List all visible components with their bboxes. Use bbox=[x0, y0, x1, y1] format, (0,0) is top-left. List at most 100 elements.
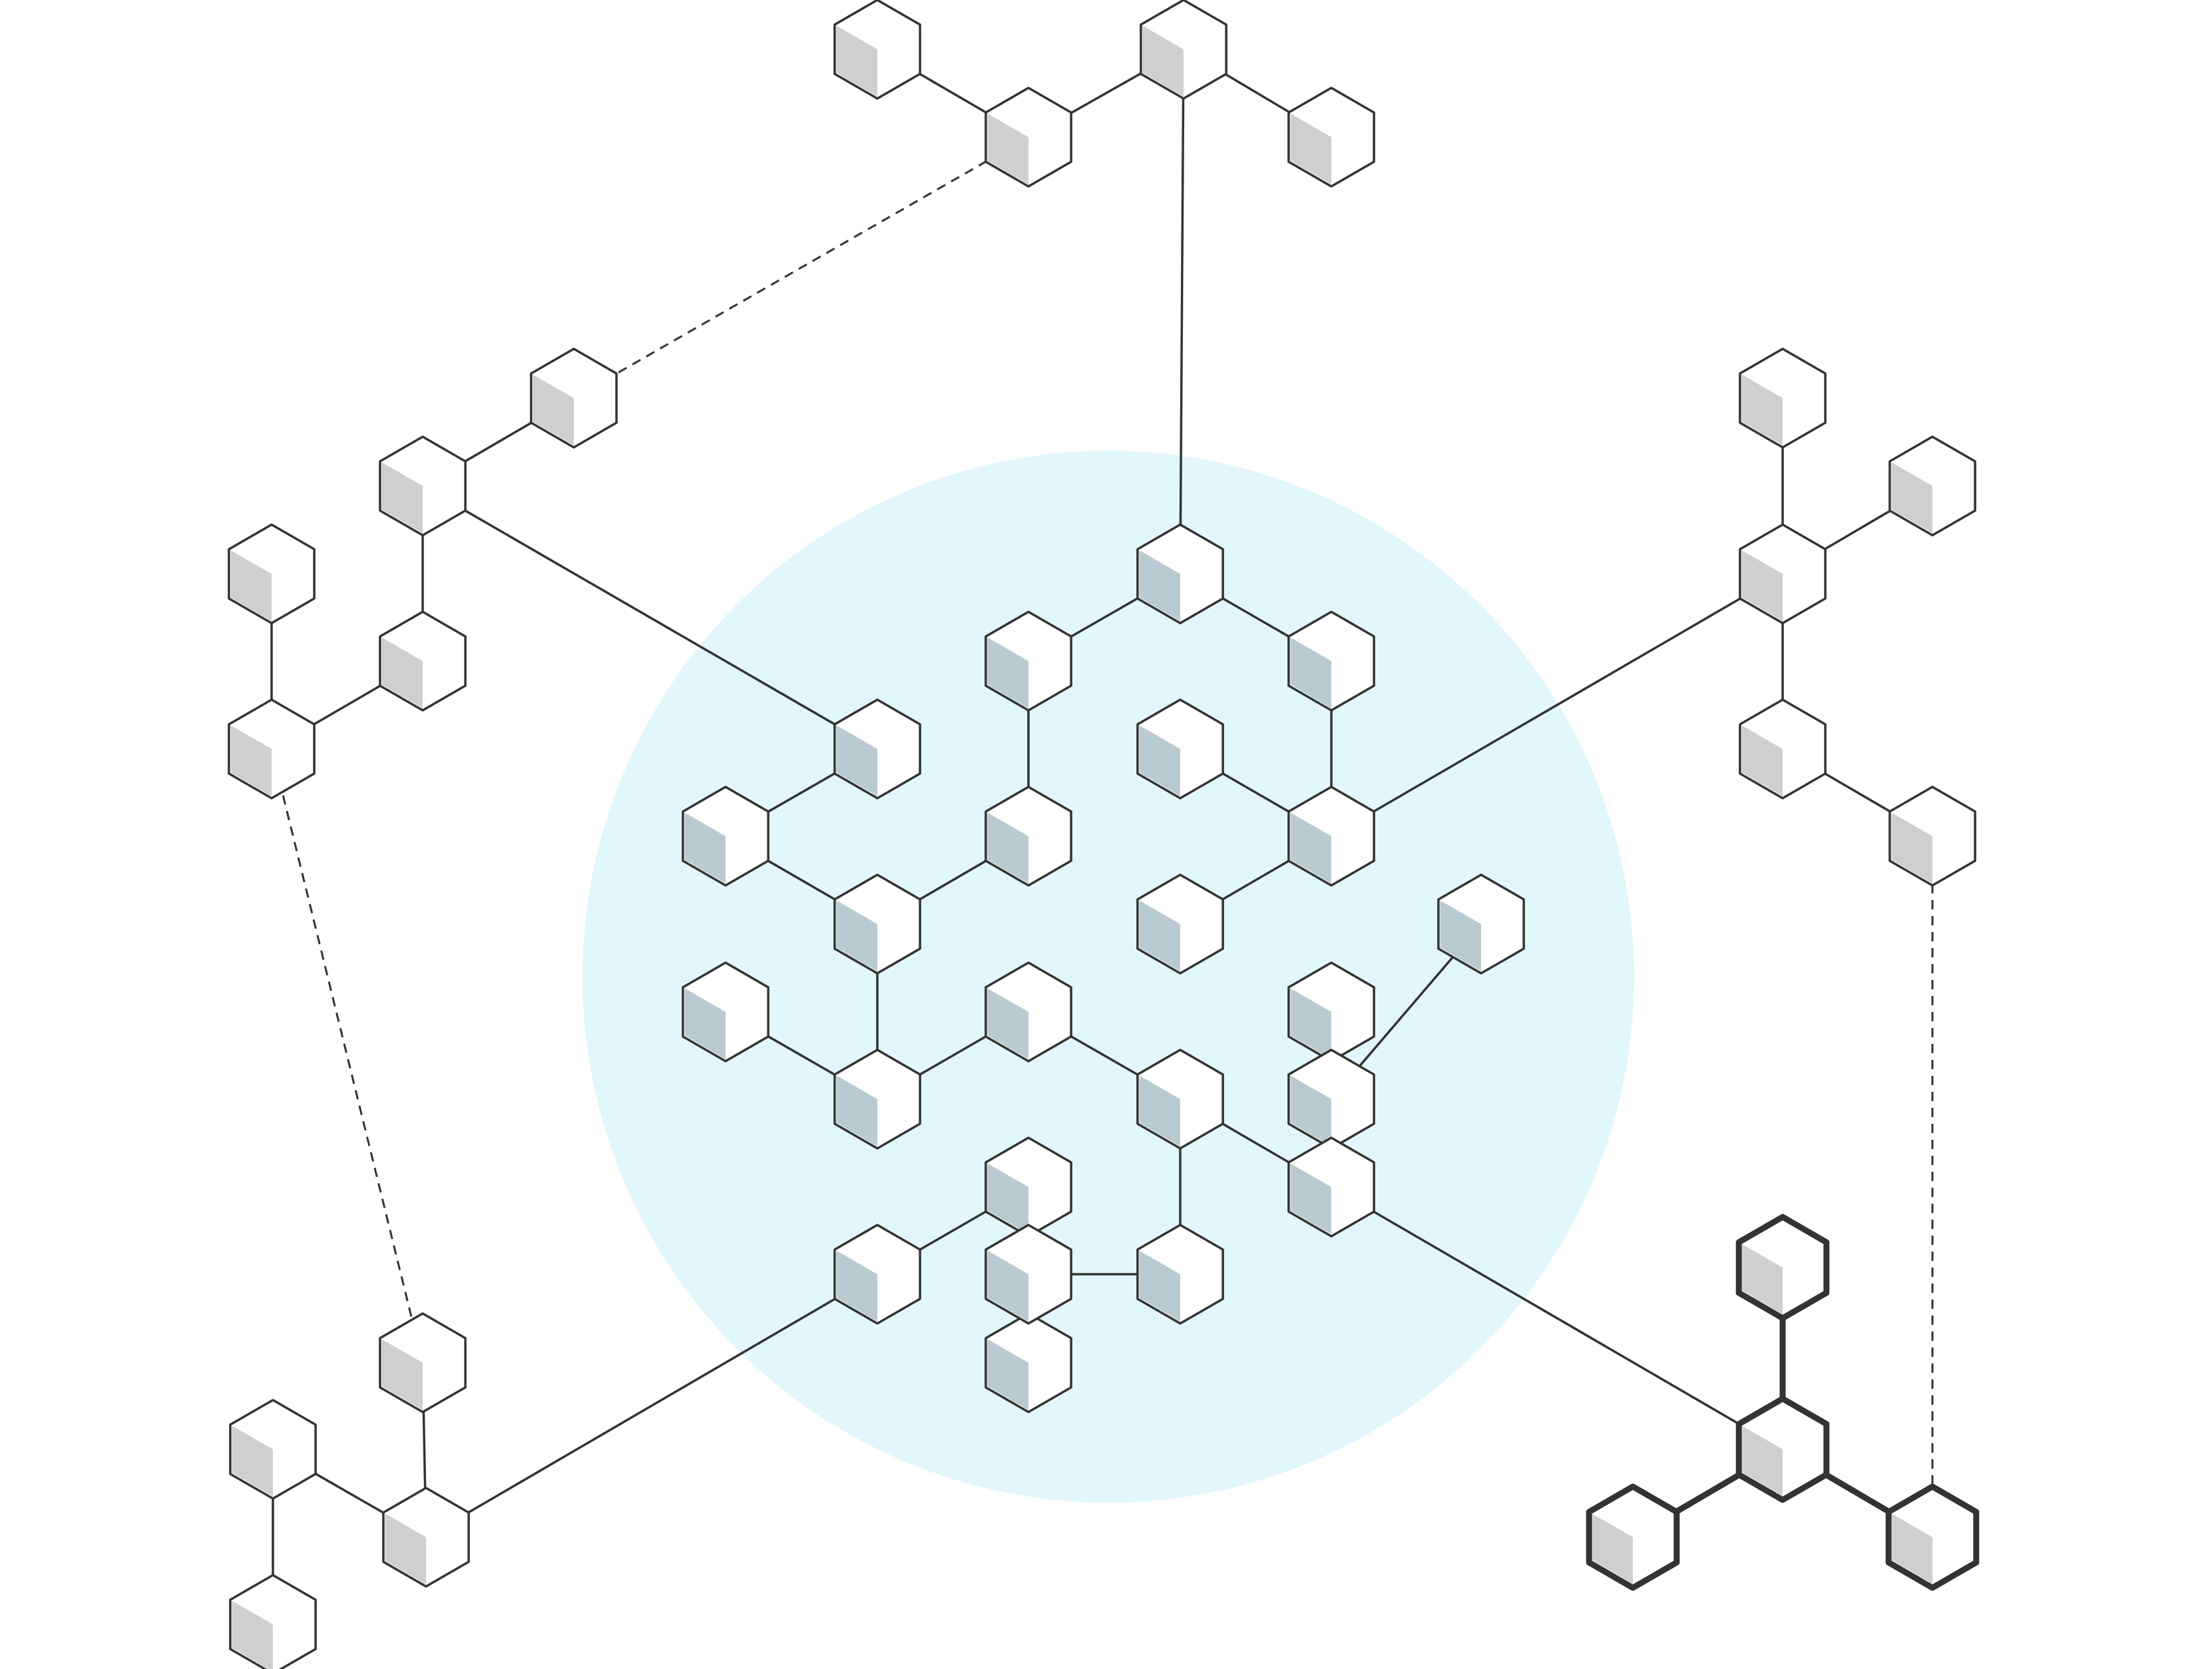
cube-shaded-face bbox=[1741, 725, 1783, 796]
edge-n12-c7 bbox=[1331, 573, 1783, 837]
cube-shaded-face bbox=[1290, 812, 1331, 883]
hexagon-node-c9 bbox=[833, 873, 921, 975]
cube-shaded-face bbox=[381, 462, 423, 533]
hexagon-node-n8 bbox=[379, 610, 467, 712]
hexagon-node-n14 bbox=[1888, 786, 1976, 887]
hexagon-nodes bbox=[228, 0, 1980, 1669]
hexagon-node-c5 bbox=[682, 786, 770, 887]
cube-shaded-face bbox=[1139, 725, 1180, 796]
cube-shaded-face bbox=[230, 725, 272, 796]
cube-shaded-face bbox=[381, 1339, 423, 1410]
cube-shaded-face bbox=[1741, 550, 1783, 621]
cube-shaded-face bbox=[987, 988, 1028, 1059]
hexagon-node-c4 bbox=[833, 698, 921, 800]
hexagon-node-c16 bbox=[1136, 1049, 1224, 1150]
cube-shaded-face bbox=[987, 1339, 1028, 1410]
hexagon-node-n17 bbox=[382, 1487, 470, 1588]
hexagon-node-n20 bbox=[1735, 1395, 1830, 1503]
hexagon-node-n7 bbox=[228, 523, 316, 624]
edge-n17-c19 bbox=[425, 1273, 878, 1539]
hexagon-node-c11 bbox=[1136, 873, 1224, 975]
cube-shaded-face bbox=[232, 1425, 273, 1497]
hexagon-node-n10 bbox=[1739, 348, 1827, 449]
hexagon-node-n1 bbox=[833, 0, 921, 100]
cube-shaded-face bbox=[533, 374, 574, 445]
cube-shaded-face bbox=[684, 988, 726, 1059]
cube-shaded-face bbox=[1139, 550, 1180, 621]
hexagon-node-c3 bbox=[1287, 610, 1375, 712]
hexagon-node-c14 bbox=[985, 961, 1072, 1063]
hexagon-node-n6 bbox=[379, 435, 467, 537]
cube-shaded-face bbox=[836, 25, 877, 97]
cube-shaded-face bbox=[987, 1250, 1028, 1321]
cube-shaded-face bbox=[1891, 812, 1932, 883]
hexagon-node-c21 bbox=[1136, 1224, 1224, 1325]
hexagon-node-n18 bbox=[229, 1574, 317, 1669]
hexagon-node-n21 bbox=[1586, 1483, 1680, 1591]
hexagon-node-n12 bbox=[1739, 523, 1827, 624]
hexagon-node-c23 bbox=[985, 1224, 1072, 1325]
edge-n9-n16 bbox=[270, 748, 424, 1363]
cube-shaded-face bbox=[1290, 1163, 1331, 1234]
hexagon-node-n19 bbox=[1735, 1214, 1830, 1321]
cube-shaded-face bbox=[381, 637, 423, 708]
hexagon-node-c22 bbox=[985, 1312, 1072, 1413]
edge-c18-n20 bbox=[1331, 1186, 1783, 1451]
cube-shaded-face bbox=[836, 900, 877, 971]
cube-shaded-face bbox=[1741, 374, 1783, 445]
hexagon-node-c6 bbox=[1136, 698, 1224, 800]
cube-shaded-face bbox=[836, 1250, 877, 1321]
cube-shaded-face bbox=[1742, 1426, 1783, 1496]
hexagon-node-n3 bbox=[985, 87, 1072, 188]
hexagon-node-c10 bbox=[1437, 873, 1525, 975]
cube-shaded-face bbox=[230, 550, 272, 621]
edge-n3-n5 bbox=[573, 136, 1029, 399]
cube-shaded-face bbox=[1290, 988, 1331, 1059]
cube-shaded-face bbox=[1440, 900, 1481, 971]
hexagon-node-c1 bbox=[1136, 523, 1224, 624]
hexagon-node-n15 bbox=[229, 1399, 317, 1500]
hexagon-node-c13 bbox=[833, 1049, 921, 1150]
hexagon-node-n2 bbox=[1140, 0, 1227, 100]
hexagon-node-c12 bbox=[682, 961, 770, 1063]
hexagon-node-n11 bbox=[1888, 435, 1976, 537]
cube-shaded-face bbox=[987, 637, 1028, 708]
cube-shaded-face bbox=[836, 725, 877, 796]
hexagon-node-c18 bbox=[1287, 1136, 1375, 1238]
cube-shaded-face bbox=[1290, 637, 1331, 708]
edge-n2-c1 bbox=[1179, 49, 1185, 575]
cube-shaded-face bbox=[1592, 1514, 1633, 1584]
cube-shaded-face bbox=[1290, 1075, 1331, 1146]
cube-shaded-face bbox=[1142, 25, 1184, 97]
hexagon-node-c8 bbox=[985, 786, 1072, 887]
cube-shaded-face bbox=[1139, 900, 1180, 971]
cube-shaded-face bbox=[684, 812, 726, 883]
hexagon-node-n13 bbox=[1739, 698, 1827, 800]
hexagon-node-c17 bbox=[1287, 1049, 1375, 1150]
edge-n6-c4 bbox=[422, 485, 878, 750]
cube-shaded-face bbox=[987, 812, 1028, 883]
cube-shaded-face bbox=[836, 1075, 877, 1146]
cube-shaded-face bbox=[232, 1600, 273, 1669]
hexagon-node-c20 bbox=[985, 1136, 1072, 1238]
hexagon-node-c15 bbox=[1287, 961, 1375, 1063]
cube-shaded-face bbox=[1891, 462, 1932, 533]
cube-shaded-face bbox=[987, 113, 1028, 184]
cube-shaded-face bbox=[385, 1513, 426, 1584]
hexagon-node-n9 bbox=[228, 698, 316, 800]
hexagon-node-n5 bbox=[530, 348, 618, 449]
hexagon-node-c7 bbox=[1287, 786, 1375, 887]
cube-shaded-face bbox=[1290, 113, 1331, 184]
hexagon-node-c19 bbox=[833, 1224, 921, 1325]
central-zone-circle bbox=[582, 451, 1634, 1503]
cube-shaded-face bbox=[987, 1163, 1028, 1234]
cube-shaded-face bbox=[1892, 1514, 1932, 1584]
cube-shaded-face bbox=[1139, 1250, 1180, 1321]
hexagon-node-n16 bbox=[379, 1312, 467, 1413]
cube-shaded-face bbox=[1139, 1075, 1180, 1146]
hexagon-node-n4 bbox=[1287, 87, 1375, 188]
hexagon-node-n22 bbox=[1885, 1483, 1980, 1591]
hexagon-node-c2 bbox=[985, 610, 1072, 712]
cube-shaded-face bbox=[1742, 1244, 1783, 1314]
